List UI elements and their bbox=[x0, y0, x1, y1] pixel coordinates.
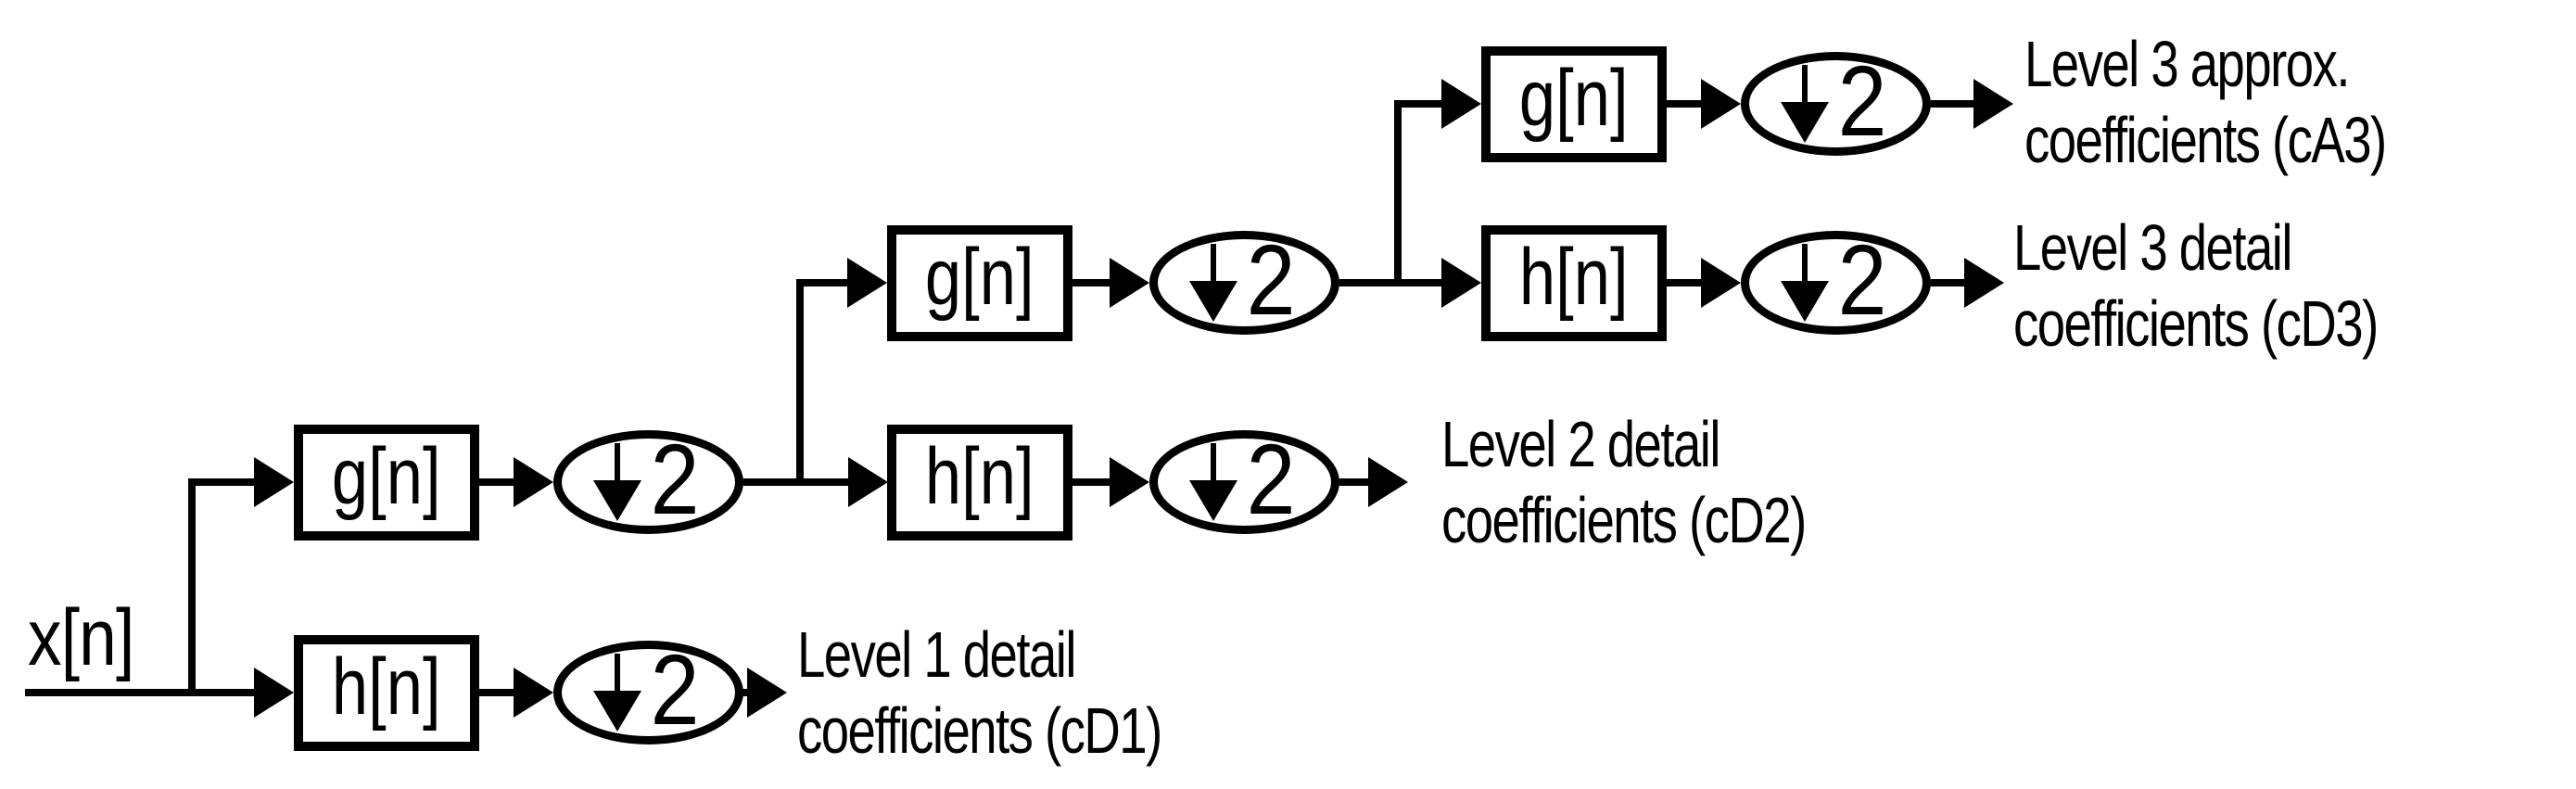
output-label-cd2-line1: Level 2 detail bbox=[1441, 408, 1720, 480]
connector-l3-h-to-ds bbox=[1667, 279, 1702, 286]
output-label-cd2: Level 2 detail coefficients (cD2) bbox=[1441, 406, 1807, 558]
arrowhead-into-l3-h-ds bbox=[1701, 258, 1741, 308]
arrowhead-out-cd1 bbox=[747, 668, 787, 718]
filter-box-l3-h: h[n] bbox=[1481, 225, 1667, 341]
downsample-l2-g: 2 bbox=[1149, 223, 1339, 336]
downsample-l2-h: 2 bbox=[1149, 423, 1339, 535]
downsample-factor: 2 bbox=[651, 633, 700, 745]
filter-box-l1-g: g[n] bbox=[294, 425, 479, 541]
filter-box-l3-g: g[n] bbox=[1481, 46, 1667, 162]
connector-l1-out bbox=[742, 689, 751, 696]
filter-box-l1-h: h[n] bbox=[294, 635, 479, 751]
arrowhead-into-l2-g bbox=[847, 258, 887, 308]
output-label-ca3-line2: coefficients (cA3) bbox=[2024, 104, 2387, 176]
input-signal-label: x[n] bbox=[28, 593, 134, 682]
connector-l3-g-out bbox=[1931, 100, 1974, 108]
downsample-factor: 2 bbox=[1247, 223, 1296, 336]
output-label-ca3: Level 3 approx. coefficients (cA3) bbox=[2024, 26, 2387, 178]
connector-l2-g-to-l3-h bbox=[1339, 279, 1450, 286]
downsample-arrow-icon bbox=[1189, 244, 1238, 322]
output-label-cd1: Level 1 detail coefficients (cD1) bbox=[797, 617, 1162, 769]
branch-line-l1-g-to-l2-g bbox=[796, 279, 804, 486]
connector-into-l3-g bbox=[1394, 100, 1443, 108]
filter-box-l1-g-label: g[n] bbox=[332, 431, 441, 521]
connector-into-l2-g bbox=[796, 279, 849, 286]
downsample-l3-h: 2 bbox=[1741, 223, 1931, 336]
connector-l3-h-out bbox=[1931, 279, 1965, 286]
connector-l2-h-to-ds bbox=[1072, 478, 1110, 486]
arrowhead-out-ca3 bbox=[1973, 79, 2013, 129]
downsample-arrow-icon bbox=[1781, 65, 1830, 143]
downsample-arrow-icon bbox=[1781, 244, 1830, 322]
output-label-cd1-line2: coefficients (cD1) bbox=[797, 694, 1162, 767]
downsample-factor: 2 bbox=[1838, 223, 1887, 336]
arrowhead-into-l2-h-ds bbox=[1110, 457, 1149, 507]
downsample-arrow-icon bbox=[593, 654, 642, 732]
arrowhead-into-l1-h bbox=[254, 668, 294, 718]
connector-l2-g-to-ds bbox=[1072, 279, 1110, 286]
downsample-l1-g: 2 bbox=[553, 423, 743, 535]
downsample-arrow-icon bbox=[1189, 443, 1238, 521]
connector-l3-g-to-ds bbox=[1667, 100, 1702, 108]
connector-into-l1-g bbox=[188, 478, 255, 486]
filter-box-l1-h-label: h[n] bbox=[332, 642, 441, 732]
filter-box-l3-g-label: g[n] bbox=[1519, 53, 1629, 143]
filter-box-l2-g-label: g[n] bbox=[925, 232, 1034, 322]
downsample-factor: 2 bbox=[651, 423, 700, 535]
arrowhead-out-cd3 bbox=[1964, 258, 2004, 308]
branch-line-l2-g-to-l3-g bbox=[1394, 100, 1402, 283]
arrowhead-into-l3-g-ds bbox=[1701, 79, 1741, 129]
connector-l1-g-to-ds bbox=[479, 478, 514, 486]
arrowhead-into-l2-h bbox=[848, 457, 888, 507]
connector-l1-h-to-ds bbox=[479, 689, 514, 696]
filter-box-l2-g: g[n] bbox=[887, 225, 1072, 341]
connector-l2-out bbox=[1339, 478, 1369, 486]
arrowhead-out-cd2 bbox=[1368, 457, 1408, 507]
filter-box-l2-h-label: h[n] bbox=[925, 431, 1034, 521]
output-label-ca3-line1: Level 3 approx. bbox=[2024, 28, 2351, 100]
arrowhead-into-l3-h bbox=[1441, 258, 1481, 308]
arrowhead-into-l1-h-ds bbox=[514, 668, 553, 718]
output-label-cd3-line2: coefficients (cD3) bbox=[2013, 287, 2379, 360]
arrowhead-into-l1-g bbox=[254, 457, 294, 507]
connector-input-line bbox=[25, 689, 255, 696]
downsample-factor: 2 bbox=[1838, 45, 1887, 157]
filter-box-l2-h: h[n] bbox=[887, 425, 1072, 541]
arrowhead-into-l1-g-ds bbox=[514, 457, 553, 507]
output-label-cd1-line1: Level 1 detail bbox=[797, 618, 1076, 691]
downsample-arrow-icon bbox=[593, 443, 642, 521]
output-label-cd2-line2: coefficients (cD2) bbox=[1441, 484, 1807, 556]
output-label-cd3-line1: Level 3 detail bbox=[2013, 211, 2292, 284]
filter-box-l3-h-label: h[n] bbox=[1519, 232, 1629, 322]
branch-line-input-to-l1-g bbox=[188, 478, 196, 696]
output-label-cd3: Level 3 detail coefficients (cD3) bbox=[2013, 210, 2379, 362]
arrowhead-into-l2-g-ds bbox=[1110, 258, 1149, 308]
downsample-l3-g: 2 bbox=[1741, 45, 1931, 157]
arrowhead-into-l3-g bbox=[1441, 79, 1481, 129]
downsample-factor: 2 bbox=[1247, 423, 1296, 535]
downsample-l1-h: 2 bbox=[553, 633, 743, 745]
